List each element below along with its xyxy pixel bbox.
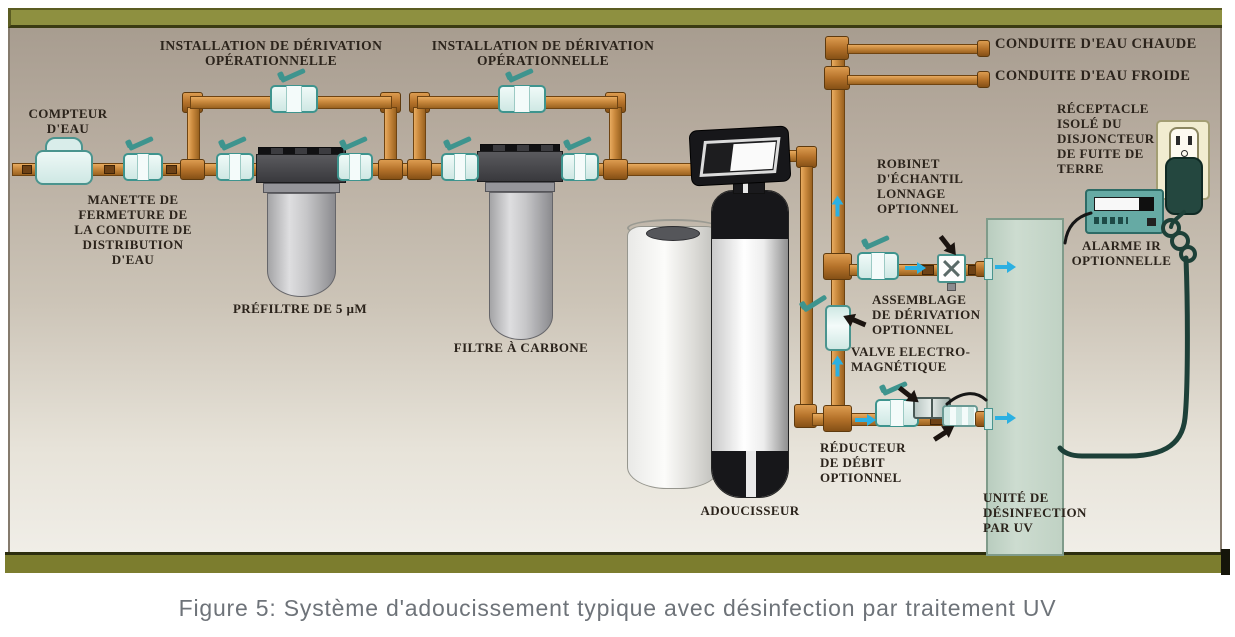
label-cold-line: CONDUITE D'EAU FROIDE — [995, 68, 1191, 84]
softener-head-display — [730, 141, 776, 172]
label-carbon-filter: FILTRE À CARBONE — [453, 340, 589, 355]
hot-water-pipe — [847, 44, 979, 54]
flow-arrow-right — [855, 414, 876, 426]
ir-alarm-device — [1085, 189, 1164, 234]
outlet-ground-hole — [1181, 150, 1188, 157]
bypass1-riser-left — [187, 107, 200, 167]
shutoff-ball-valve — [123, 153, 163, 181]
flow-arrow-up — [835, 363, 840, 377]
uv-return-ball-valve — [857, 252, 899, 280]
ir-alarm-button — [1147, 218, 1156, 226]
prefilter-collar — [263, 183, 340, 193]
tee-fitting — [407, 159, 432, 180]
pipe-end-collar — [977, 71, 990, 88]
bypass1-riser-right — [384, 107, 397, 167]
brine-tank — [627, 226, 720, 489]
label-hot-line: CONDUITE D'EAU CHAUDE — [995, 36, 1197, 52]
ball-valve — [441, 153, 479, 181]
figure-caption: Figure 5: Système d'adoucissement typiqu… — [178, 595, 1057, 621]
bottom-bar-end-cap — [1221, 549, 1230, 575]
ball-valve — [561, 153, 599, 181]
flow-arrow-right — [995, 261, 1016, 273]
elbow-fitting — [825, 36, 849, 60]
tee-fitting — [378, 159, 403, 180]
label-solenoid-valve: VALVE ELECTRO-MAGNÉTIQUE — [851, 344, 971, 374]
top-olive-bar — [8, 8, 1222, 28]
flow-arrow-right — [995, 412, 1016, 424]
bypass2-riser-right — [609, 107, 622, 167]
ir-alarm-display-block — [1139, 197, 1154, 211]
prefilter-cap — [256, 154, 346, 183]
flow-arrow-right — [905, 262, 926, 274]
pipe-coupling — [166, 165, 177, 174]
label-softener: ADOUCISSEUR — [700, 503, 800, 518]
pipe-coupling — [104, 165, 115, 174]
carbon-filter-collar — [485, 182, 555, 192]
tee-fitting — [823, 253, 852, 280]
ball-valve — [216, 153, 254, 181]
softener-down-pipe — [800, 166, 813, 416]
cold-water-pipe — [847, 75, 979, 85]
carbon-filter-cap — [477, 151, 563, 182]
uv-disinfection-unit — [986, 218, 1064, 556]
tee-fitting — [180, 159, 205, 180]
bottom-olive-bar — [5, 552, 1223, 573]
ir-alarm-text-row — [1094, 217, 1128, 224]
bypass2-ball-valve — [498, 85, 546, 113]
prefilter-housing — [267, 193, 336, 297]
pipe-coupling — [22, 165, 32, 174]
flow-arrow-up — [835, 203, 840, 217]
solenoid-divider — [931, 399, 933, 417]
carbon-filter-housing — [489, 192, 553, 340]
label-prefilter: PRÉFILTRE DE 5 µM — [232, 301, 368, 316]
tee-fitting — [603, 159, 628, 180]
elbow-fitting — [796, 146, 817, 168]
outlet-slot — [1188, 136, 1192, 145]
softener-body — [712, 239, 788, 451]
outlet-slot — [1176, 136, 1180, 145]
brine-tank-lid — [646, 226, 700, 241]
water-meter-body — [35, 150, 93, 185]
pipe-end-collar — [977, 40, 990, 57]
bypass2-riser-left — [413, 107, 426, 167]
uv-outlet-collar — [984, 258, 993, 280]
bypass1-ball-valve — [270, 85, 318, 113]
sampling-valve-stem — [947, 283, 956, 291]
softener-tank — [711, 190, 789, 498]
softener-top-shoulder — [712, 191, 788, 239]
ball-valve — [337, 153, 373, 181]
tee-fitting — [823, 405, 852, 432]
power-plug — [1165, 157, 1203, 215]
uv-inlet-collar — [984, 408, 993, 430]
tee-fitting — [824, 66, 850, 90]
softener-base-stripe — [746, 451, 756, 497]
